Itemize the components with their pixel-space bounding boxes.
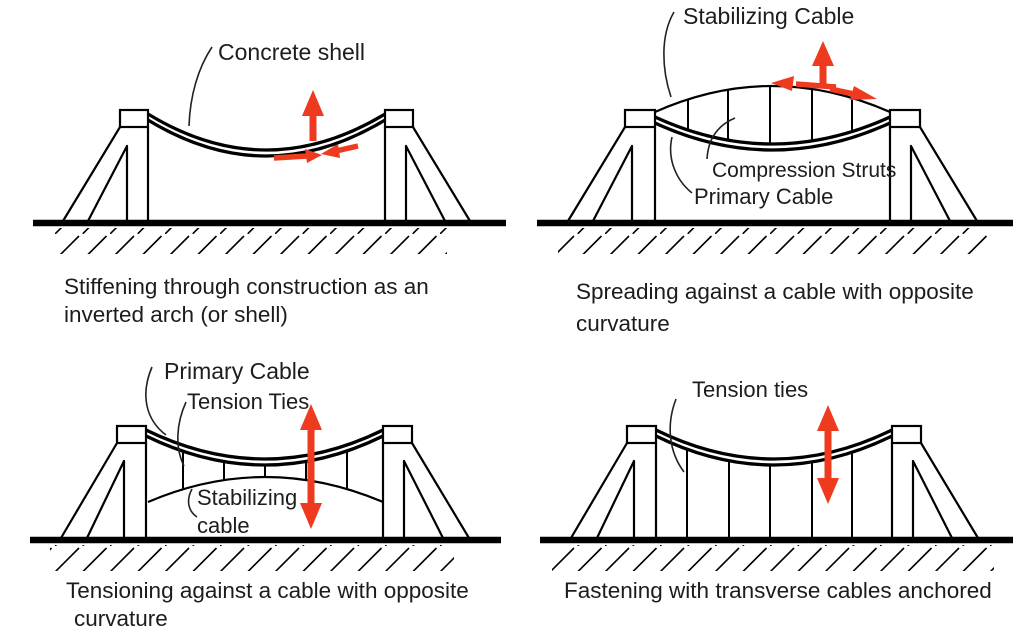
panel-spreading-drawing bbox=[537, 11, 1013, 254]
tension-ties-leader-line bbox=[177, 401, 187, 467]
primary-cable bbox=[655, 428, 893, 467]
stabilizing-cable-leader-line bbox=[663, 11, 675, 98]
uplift-arrow-icon bbox=[812, 41, 834, 86]
stabilizing-cable-leader-line bbox=[187, 488, 198, 518]
left-tower bbox=[566, 125, 657, 223]
primary-cable-label: Primary Cable bbox=[164, 358, 310, 384]
uplift-arrow-icon bbox=[302, 90, 324, 141]
right-tower bbox=[381, 441, 471, 540]
up-down-arrow-icon bbox=[817, 405, 839, 504]
shell-cable bbox=[147, 112, 386, 158]
primary-cable-leader-line bbox=[669, 136, 693, 194]
compression-arrows-icon bbox=[273, 143, 359, 163]
compression-struts bbox=[687, 86, 853, 144]
caption-line: curvature bbox=[74, 606, 168, 631]
stabilizing-cable-label: Stabilizing cable bbox=[197, 484, 297, 540]
caption-inverted-arch: Stiffening through construction as an in… bbox=[64, 273, 429, 329]
primary-cable-label: Primary Cable bbox=[694, 184, 834, 209]
left-tower bbox=[59, 441, 148, 540]
left-tower-cap bbox=[625, 424, 658, 445]
right-tower-cap bbox=[381, 424, 414, 445]
transverse-tie-cables bbox=[686, 449, 853, 538]
caption-line: inverted arch (or shell) bbox=[64, 302, 288, 327]
tension-ties-leader-line bbox=[669, 398, 685, 473]
right-tower-cap bbox=[888, 108, 922, 129]
caption-line: Spreading against a cable with opposite bbox=[576, 279, 974, 304]
primary-cable bbox=[145, 428, 384, 467]
tension-ties bbox=[182, 451, 348, 489]
caption-fastening: Fastening with transverse cables anchore… bbox=[564, 577, 992, 605]
caption-line: Stiffening through construction as an bbox=[64, 274, 429, 299]
compression-struts-label: Compression Struts bbox=[712, 159, 897, 182]
caption-tensioning: Tensioning against a cable with opposite… bbox=[66, 577, 469, 633]
ground-hatching bbox=[552, 545, 994, 571]
left-tower-cap bbox=[115, 424, 148, 445]
stabilizing-cable-arch bbox=[654, 84, 891, 114]
panel-fastening-drawing bbox=[540, 398, 1013, 571]
stabilizing-cable-label-line2: cable bbox=[197, 513, 250, 538]
left-tower bbox=[569, 441, 658, 540]
stabilizing-cable-label-line1: Stabilizing bbox=[197, 485, 298, 510]
left-tower-cap bbox=[118, 108, 150, 129]
panel-tensioning-drawing bbox=[30, 366, 501, 571]
ground-hatching bbox=[50, 545, 454, 571]
caption-line: Tensioning against a cable with opposite bbox=[66, 578, 469, 603]
right-tower bbox=[888, 125, 979, 223]
primary-cable bbox=[654, 115, 891, 152]
up-down-arrow-icon bbox=[300, 404, 322, 529]
tension-ties-label: Tension Ties bbox=[187, 389, 310, 414]
right-tower-cap bbox=[383, 108, 415, 129]
concrete-shell-leader-line bbox=[188, 46, 213, 127]
ground-hatching bbox=[558, 228, 988, 254]
caption-line: curvature bbox=[576, 311, 670, 336]
ground-hatching bbox=[55, 228, 447, 254]
stabilizing-cable-label: Stabilizing Cable bbox=[683, 3, 855, 29]
right-tower bbox=[383, 125, 472, 223]
right-tower bbox=[890, 441, 980, 540]
caption-spreading: Spreading against a cable with opposite … bbox=[576, 276, 974, 340]
left-tower bbox=[61, 125, 150, 223]
caption-line: Fastening with transverse cables anchore… bbox=[564, 578, 992, 603]
stabilizing-cable-arch bbox=[147, 475, 384, 504]
primary-cable-leader-line bbox=[145, 366, 167, 436]
left-tower-cap bbox=[623, 108, 657, 129]
concrete-shell-label: Concrete shell bbox=[218, 39, 366, 65]
panel-inverted-arch-drawing bbox=[33, 46, 506, 254]
right-tower-cap bbox=[890, 424, 923, 445]
compression-struts-leader-line bbox=[706, 117, 736, 160]
tension-ties-label: Tension ties bbox=[692, 377, 809, 402]
spreading-arrows-icon bbox=[771, 76, 877, 100]
